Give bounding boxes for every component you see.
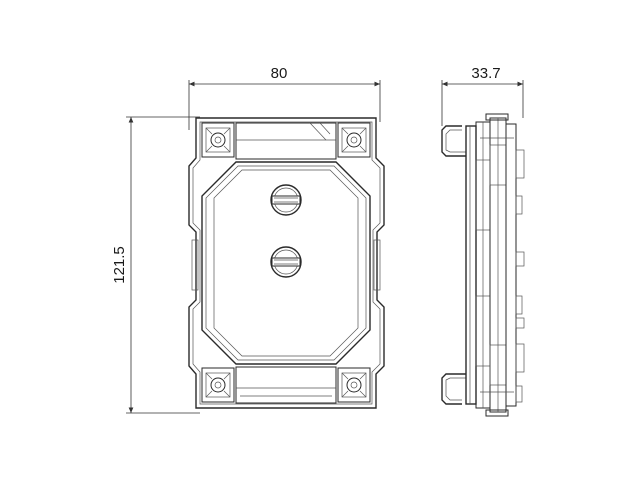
depth-dimension: 33.7 bbox=[441, 65, 524, 126]
depth-label: 33.7 bbox=[471, 65, 500, 82]
corner-clip-top-left bbox=[201, 122, 235, 158]
screw-top bbox=[270, 184, 302, 216]
side-view bbox=[441, 113, 525, 417]
screw-bottom bbox=[270, 246, 302, 278]
corner-clip-bottom-left bbox=[201, 367, 235, 403]
front-view bbox=[188, 117, 385, 409]
height-dimension: 121.5 bbox=[111, 116, 200, 414]
corner-clip-top-right bbox=[337, 122, 371, 158]
height-label: 121.5 bbox=[111, 246, 128, 284]
width-label: 80 bbox=[271, 65, 288, 82]
corner-clip-bottom-right bbox=[337, 367, 371, 403]
width-dimension: 80 bbox=[188, 65, 381, 130]
